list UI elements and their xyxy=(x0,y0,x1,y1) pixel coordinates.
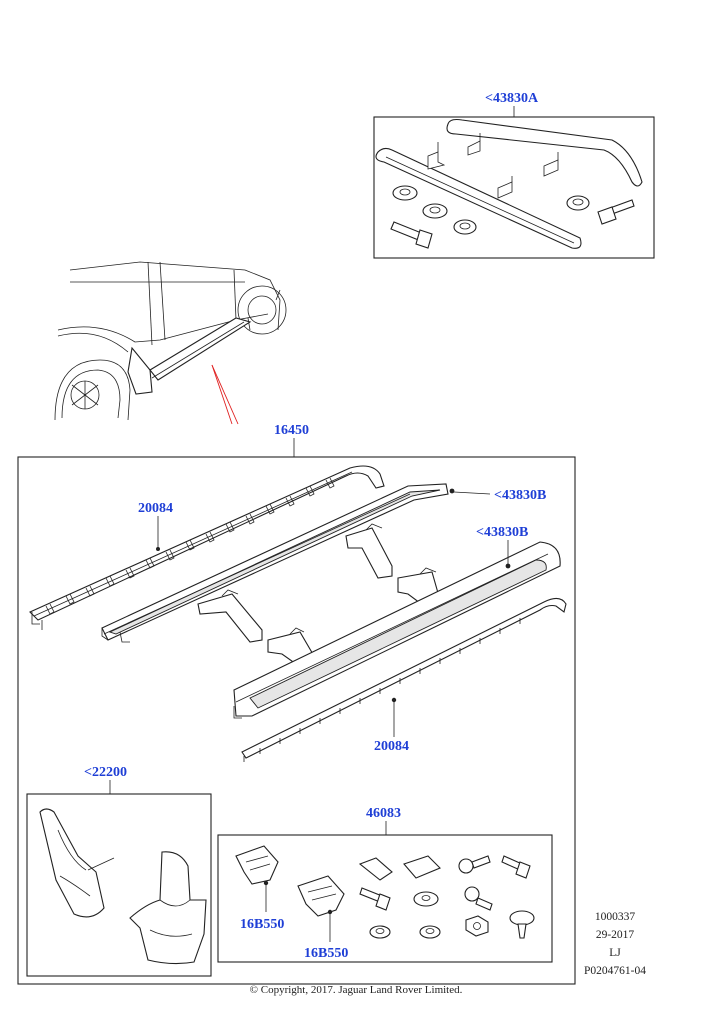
meta-line-2: 29-2017 xyxy=(596,929,635,941)
bracket-icon xyxy=(235,845,279,885)
bracket-icon xyxy=(297,875,345,917)
washer-icon xyxy=(369,891,441,939)
mudflaps-22200-group: <22200 xyxy=(26,765,212,977)
mudflap-icon xyxy=(129,851,207,965)
callout-20084-left[interactable]: 20084 xyxy=(138,501,173,516)
fixings-46083-group: 46083 16B550 16B550 xyxy=(217,806,553,963)
mudflaps-box xyxy=(26,793,212,977)
callout-43830B-top[interactable]: <43830B xyxy=(494,488,546,503)
nut-icon xyxy=(465,915,489,937)
meta-line-3: LJ xyxy=(609,947,621,959)
left-side-step xyxy=(101,483,455,643)
clip-icon xyxy=(403,855,441,879)
right-side-step xyxy=(233,541,561,719)
leader-line xyxy=(453,491,491,495)
copyright-notice: © Copyright, 2017. Jaguar Land Rover Lim… xyxy=(250,984,463,996)
callout-16450[interactable]: 16450 xyxy=(274,423,309,438)
callout-20084-lower[interactable]: 20084 xyxy=(374,739,409,754)
right-trim-strip xyxy=(241,597,567,762)
vehicle-sketch xyxy=(54,261,287,425)
meta-line-1: 1000337 xyxy=(595,911,636,923)
push-clip-icon xyxy=(509,910,535,926)
assembly-16450-box xyxy=(17,456,576,985)
kit-43830A-group: <43830A xyxy=(373,91,655,259)
bolt-icon xyxy=(359,855,531,911)
upper-rail-icon xyxy=(446,118,643,187)
callout-22200[interactable]: <22200 xyxy=(84,765,127,780)
washer-icon xyxy=(392,185,590,235)
bolt-icon xyxy=(390,199,635,249)
kit-43830A-box xyxy=(373,116,655,259)
clip-icon xyxy=(358,857,393,881)
callout-43830A[interactable]: <43830A xyxy=(485,91,539,106)
mudflap-icon xyxy=(39,808,105,918)
step-bar-icon xyxy=(375,147,582,249)
callout-16B550-b[interactable]: 16B550 xyxy=(304,946,348,961)
callout-43830B-side[interactable]: <43830B xyxy=(476,525,528,540)
fixings-box xyxy=(217,834,553,963)
outrigger-brackets xyxy=(197,523,441,665)
assembly-16450-group: 16450 20084 xyxy=(17,423,576,985)
callout-16B550-a[interactable]: 16B550 xyxy=(240,917,284,932)
left-trim-strip xyxy=(29,465,385,630)
meta-line-4: P0204761-04 xyxy=(584,965,646,977)
callout-46083[interactable]: 46083 xyxy=(366,806,401,821)
drawing-meta: 1000337 29-2017 LJ P0204761-04 xyxy=(584,911,646,977)
